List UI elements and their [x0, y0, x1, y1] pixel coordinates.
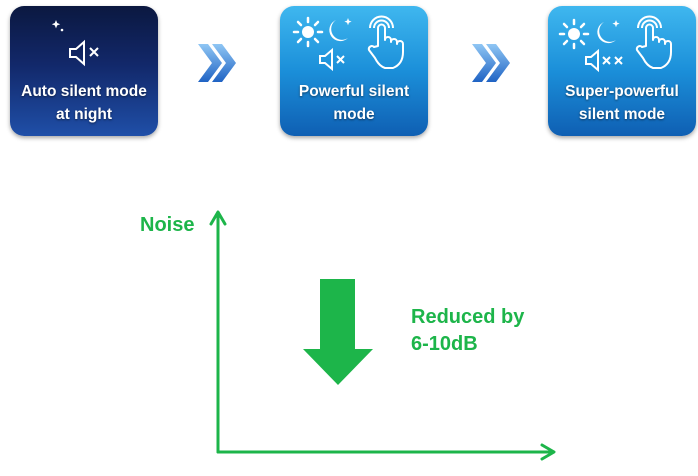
sun-icon — [558, 18, 590, 50]
mode-tile-powerful-silent: Powerful silent mode — [280, 6, 428, 136]
speaker-mute-icon — [319, 47, 345, 72]
speaker-double-mute-icon — [585, 48, 623, 73]
moon-icon — [329, 18, 352, 42]
reduction-annotation: Reduced by 6-10dB — [411, 306, 525, 355]
chevron-right-icon — [198, 44, 236, 82]
touch-hand-icon — [367, 15, 404, 69]
mode-label: Super-powerful silent mode — [565, 83, 679, 123]
y-axis-arrowhead — [209, 210, 227, 226]
mode-label: Powerful silent mode — [298, 83, 410, 123]
touch-hand-icon — [635, 15, 672, 69]
moon-icon — [34, 20, 64, 43]
sun-icon — [292, 16, 324, 48]
mode-label: Auto silent mode at night — [21, 83, 147, 123]
chevron-right-icon — [472, 44, 510, 82]
down-arrow-icon — [303, 279, 373, 385]
x-axis-arrowhead — [540, 443, 556, 461]
moon-icon — [597, 20, 620, 44]
mode-tile-auto-silent-night: Auto silent mode at night — [10, 6, 158, 136]
y-axis-label: Noise — [140, 214, 195, 236]
mode-tile-super-powerful-silent: Super-powerful silent mode — [548, 6, 696, 136]
speaker-mute-icon — [69, 39, 99, 67]
